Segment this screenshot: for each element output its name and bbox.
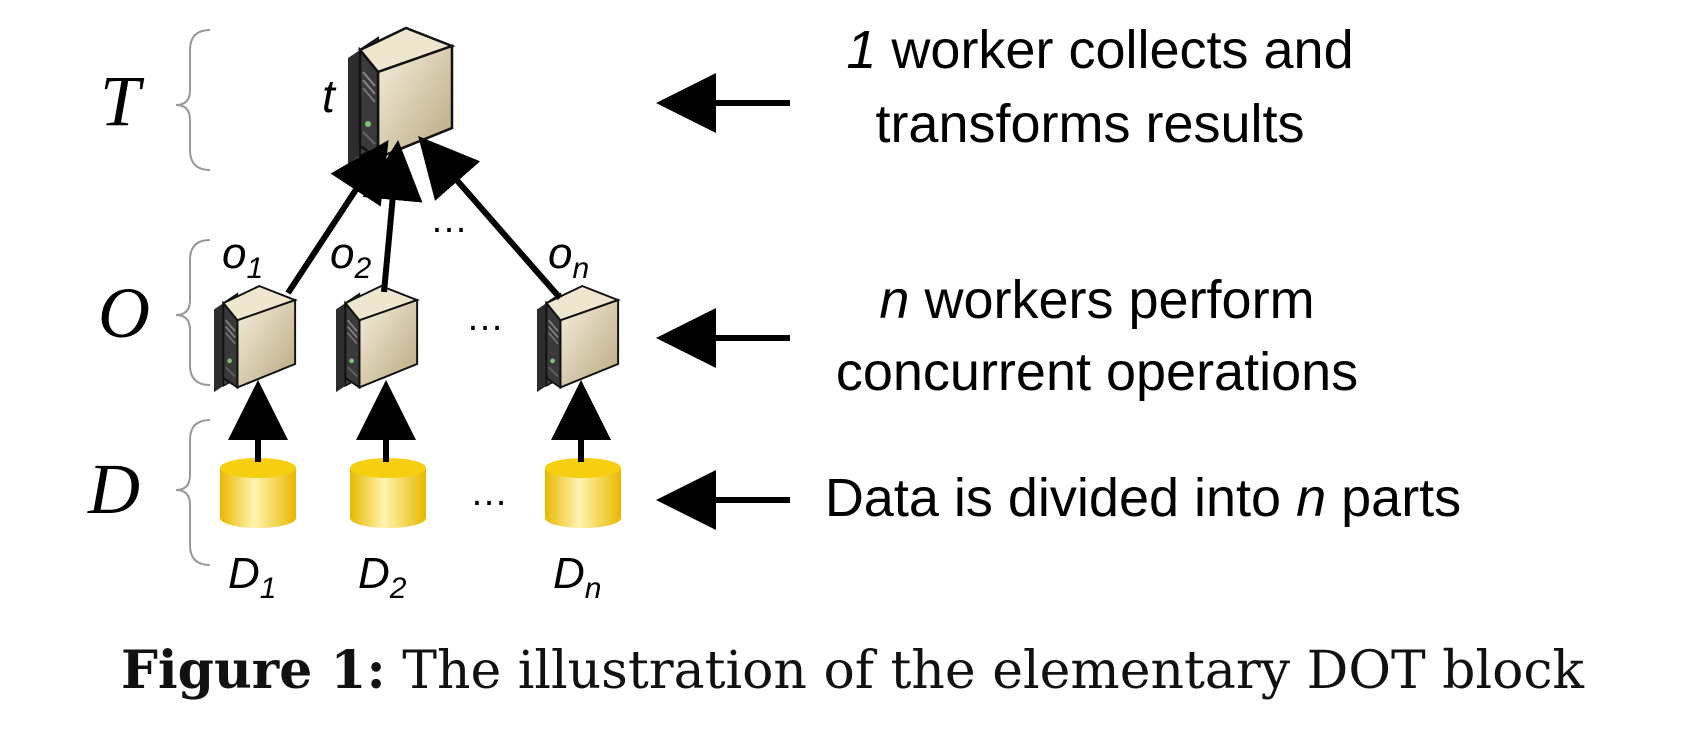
ellipsis-upper: …	[430, 199, 468, 241]
worker-to-top-arrows	[285, 135, 563, 300]
worker-label-1: o1	[222, 229, 263, 285]
worker-label-2: o2	[330, 229, 371, 285]
caption-label: Figure 1:	[120, 640, 386, 701]
worker-server-icon-1	[213, 285, 297, 394]
top-server-icon	[346, 26, 454, 166]
description-t-line1: 1 worker collects and	[846, 20, 1353, 80]
database-cylinder-icon-2	[350, 458, 426, 528]
ellipsis-lower: …	[470, 472, 508, 514]
level-label-o: O	[98, 273, 150, 353]
data-label-n: Dn	[553, 549, 601, 605]
description-t-line2: transforms results	[875, 94, 1304, 154]
figure-caption: Figure 1: The illustration of the elemen…	[0, 640, 1705, 701]
worker-server-icon-2	[335, 285, 419, 394]
caption-text: The illustration of the elementary DOT b…	[385, 641, 1585, 701]
database-cylinder-icon-n	[545, 458, 621, 528]
database-cylinder-icon-1	[220, 458, 296, 528]
level-label-t: T	[100, 61, 145, 141]
level-label-d: D	[87, 449, 140, 529]
arrow-left-icon	[656, 73, 790, 530]
description-o-line1: n workers perform	[879, 270, 1314, 330]
data-label-1: D1	[228, 549, 276, 605]
brace-icon	[175, 29, 211, 566]
worker-label-n: on	[548, 229, 589, 285]
data-to-worker-arrows	[228, 380, 611, 462]
top-node-label: t	[322, 70, 337, 122]
description-d-line: Data is divided into n parts	[825, 468, 1461, 528]
description-o-line2: concurrent operations	[836, 342, 1358, 402]
worker-server-icon-n	[536, 285, 620, 394]
data-label-2: D2	[358, 549, 407, 605]
ellipsis-middle: …	[466, 297, 504, 339]
